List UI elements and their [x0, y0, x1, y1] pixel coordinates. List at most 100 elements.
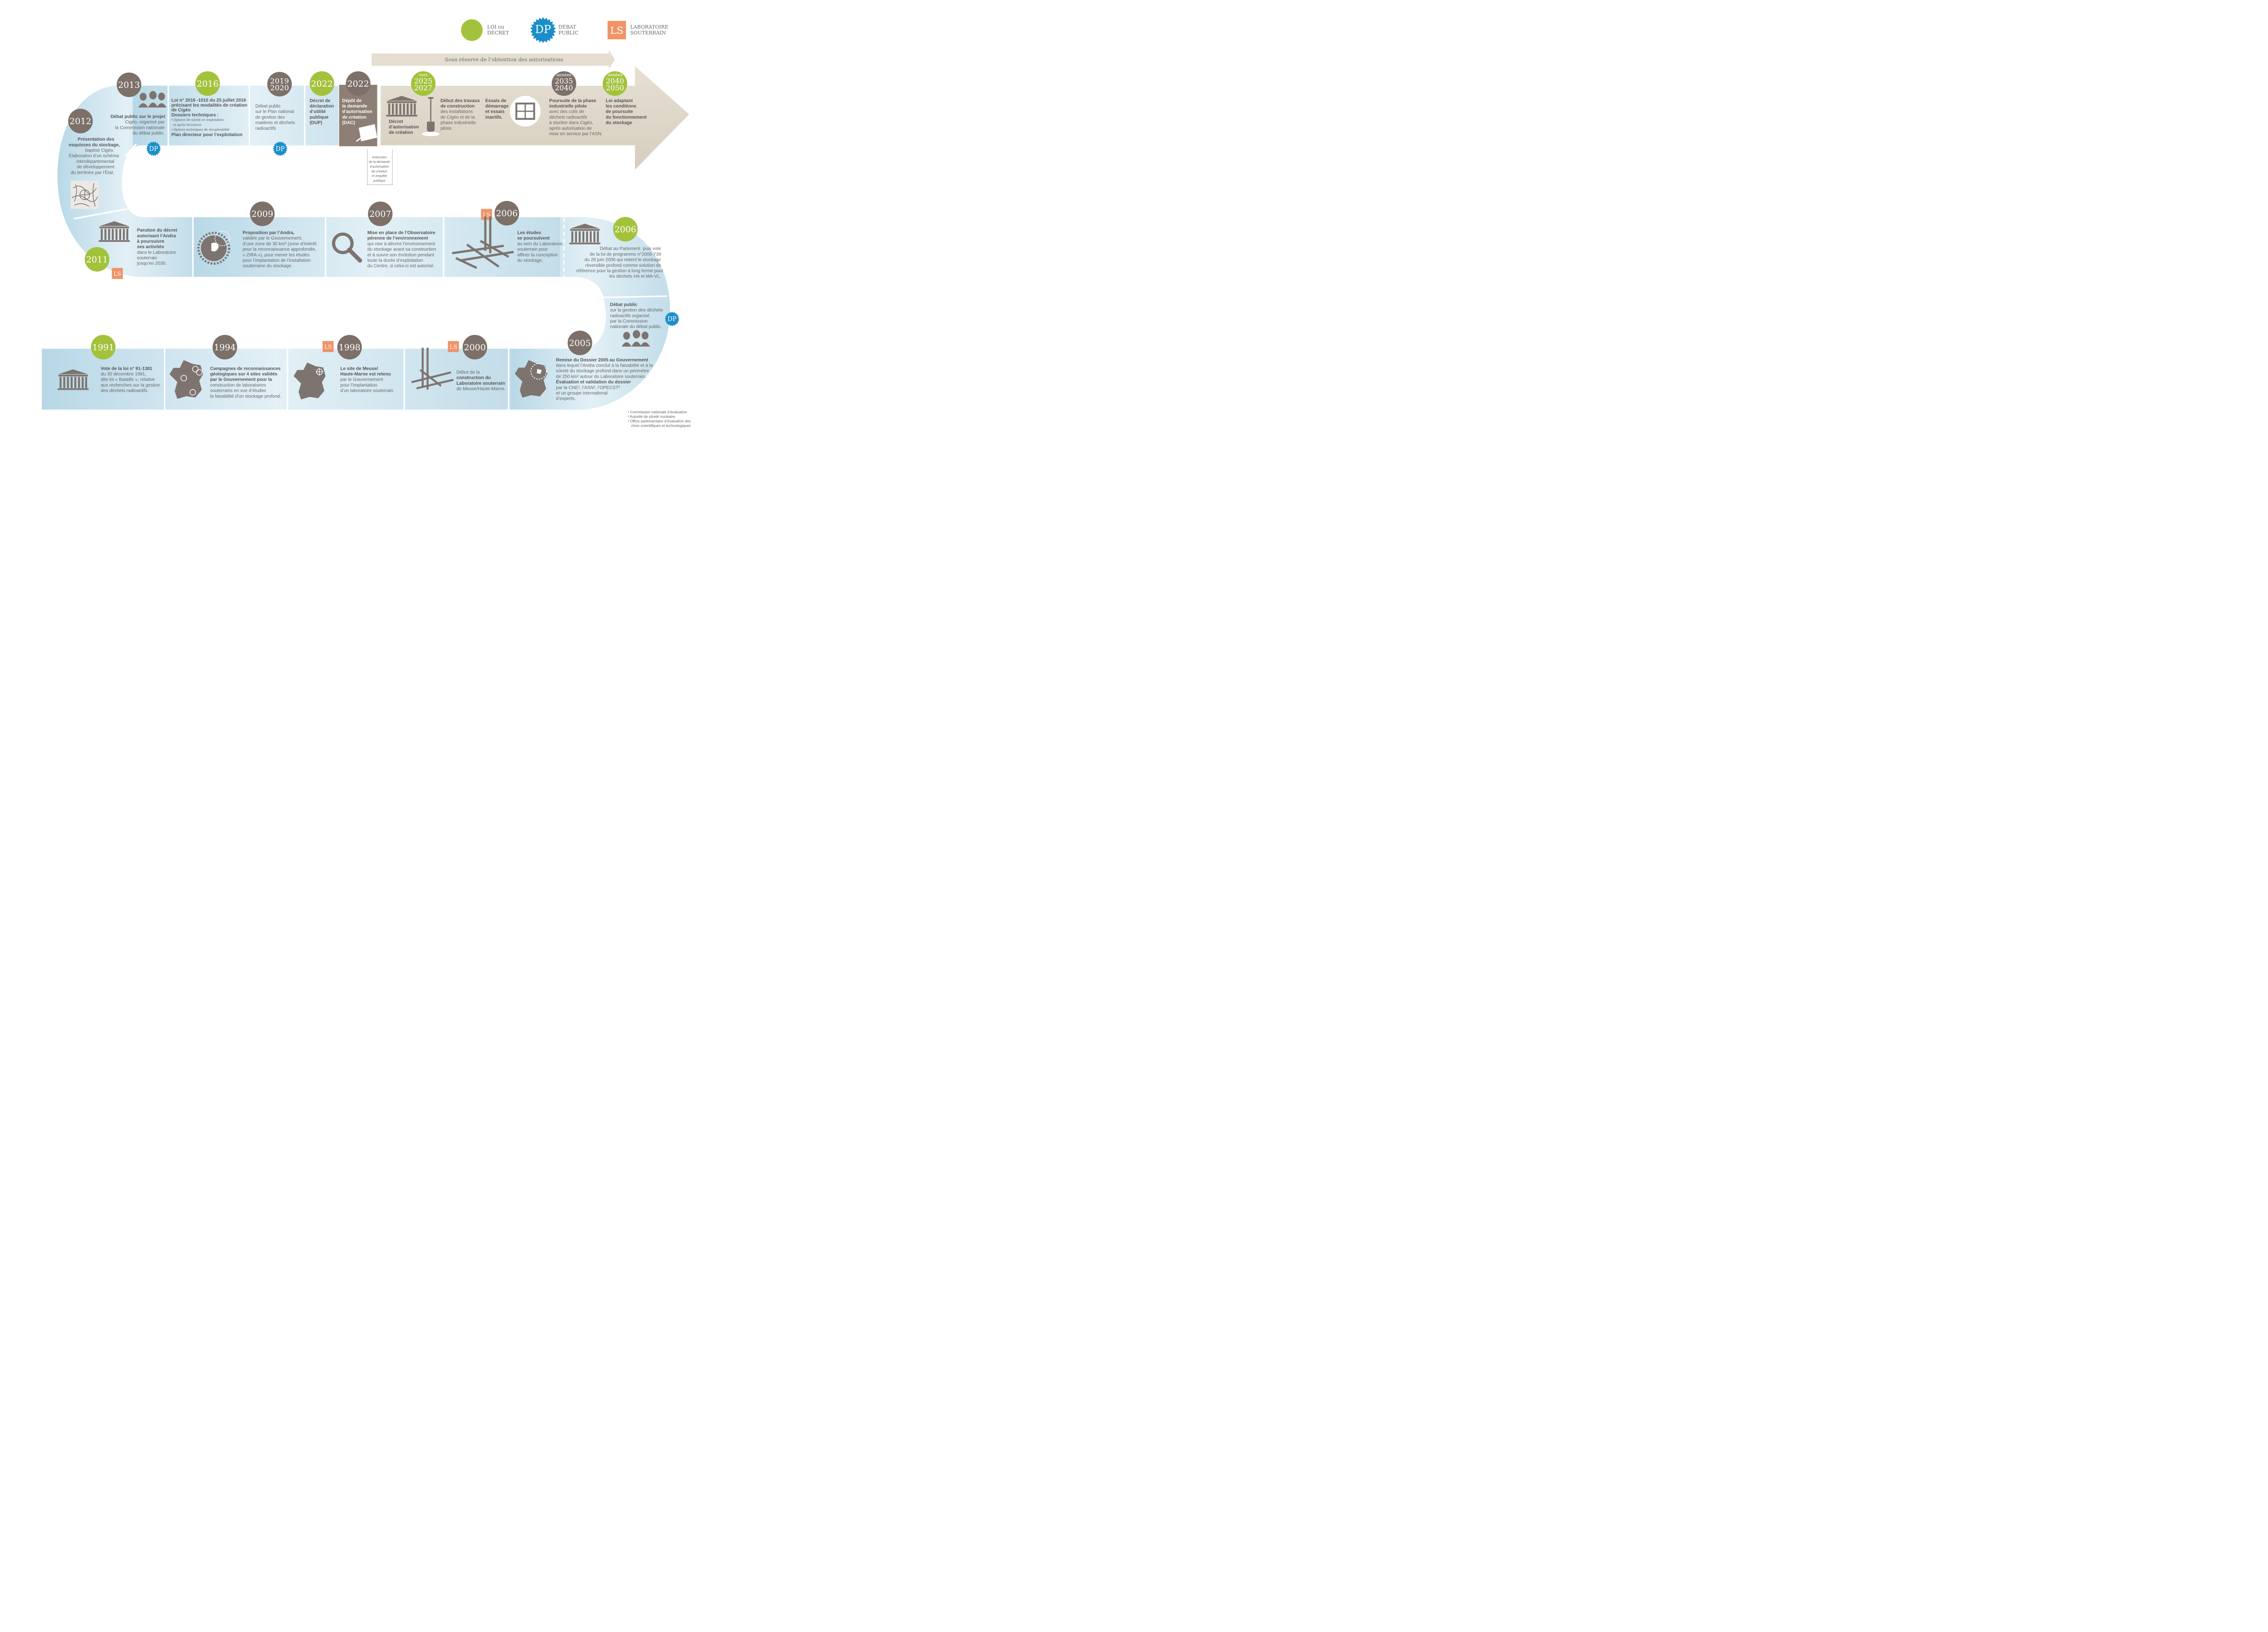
- text-line: Débat public sur le projet: [110, 114, 166, 119]
- text-line: qui vise à décrire l’environnement: [367, 241, 435, 246]
- year-label: 2027: [414, 83, 432, 92]
- text-line: Dépôt de: [342, 98, 362, 103]
- text-line: Décret de: [309, 98, 331, 103]
- text-line: sûreté du stockage profond dans un périm…: [556, 368, 649, 373]
- year-bubble: 2000: [462, 335, 487, 360]
- text-line: ses activités: [137, 244, 164, 250]
- legend-law-icon: [461, 19, 483, 41]
- legend-debate-icon: [530, 17, 556, 43]
- text-line: affiner la conception: [517, 252, 558, 257]
- text-line: • Options techniques de récupérabilité: [171, 127, 230, 132]
- year-bubble-circle: [195, 71, 220, 96]
- text-line: dans lequel l’Andra conclut à la faisabi…: [556, 363, 653, 368]
- text-line: dans le Laboratoire: [137, 250, 176, 255]
- authorization-banner-text: Sous réserve de l’obtention des autorisa…: [445, 56, 563, 63]
- year-label: 2040: [555, 83, 573, 92]
- text-line: référence pour la gestion à long terme p…: [576, 268, 664, 274]
- text-line: du territoire par l’État.: [71, 170, 114, 175]
- text-line: de création: [342, 114, 367, 120]
- year-label: 2022: [311, 79, 333, 89]
- text-line: Instruction: [372, 155, 387, 159]
- footnote-4: choix scientifiques et technologiques: [628, 423, 691, 428]
- year-bubble-circle: [117, 72, 142, 97]
- text-line: validée par le Gouvernement,: [242, 235, 303, 241]
- text-line: d’utilité: [309, 109, 326, 114]
- year-bubble: 2005: [567, 330, 592, 355]
- text-line: démarrage: [485, 103, 509, 109]
- year-label: 2019: [270, 77, 289, 85]
- year-label: années: [557, 73, 572, 78]
- text-line: pour l’implantation de l’installation: [242, 258, 311, 263]
- text-line: d’autorisation: [389, 124, 419, 130]
- text-line: Proposition par l’Andra,: [242, 230, 295, 235]
- footnote-2: ² Autorité de sûreté nucléaire: [628, 414, 675, 419]
- text-line: et essais: [485, 109, 505, 114]
- text-line: toute la durée d’exploitation: [367, 258, 423, 263]
- text-line: (DAC): [342, 120, 355, 125]
- text-line: Élaboration d’un schéma: [68, 153, 119, 158]
- year-bubble: 2007: [368, 201, 393, 226]
- year-label: 2016: [197, 79, 219, 89]
- text-line: construction du: [456, 375, 491, 380]
- underground-lab-icon: [452, 216, 514, 269]
- footnote-1: ¹ Commission nationale d’évaluation: [628, 410, 687, 414]
- underground-lab-badge: LS: [323, 341, 334, 353]
- year-bubble: 2022: [309, 71, 334, 96]
- text-line: jusqu’en 2030.: [137, 260, 167, 266]
- year-bubble: 2013: [117, 72, 142, 97]
- text-line: pilote.: [440, 125, 453, 131]
- text-line: de Cigéo: [171, 107, 191, 113]
- legend-debate-label-text: DÉBAT PUBLIC: [558, 24, 579, 36]
- parliament-building-icon: [58, 369, 89, 390]
- text-line: esquisses du stockage,: [68, 142, 120, 147]
- year-bubble-circle: [411, 71, 436, 96]
- text-line: baptisé Cigéo.: [85, 147, 114, 153]
- text-line: Loi n° 2016 -1015 du 25 juillet 2016: [171, 98, 246, 103]
- text-line: réversible profond comme solution de: [585, 262, 661, 268]
- text-line: Évaluation et validation du dossier: [556, 379, 631, 385]
- text-line: dite loi « Bataille », relative: [101, 377, 155, 382]
- text-line: les déchets HA et MA-VL.: [609, 274, 661, 279]
- ls-square-icon: [323, 341, 334, 353]
- text-line: de poursuite: [606, 109, 633, 114]
- text-line: radioactifs organisé: [610, 313, 650, 319]
- year-label: 2007: [369, 209, 391, 219]
- year-bubble: 2006: [613, 217, 638, 242]
- year-bubble-circle: [567, 330, 592, 355]
- text-line: nationale du débat public.: [610, 324, 662, 329]
- text-line: aux recherches sur la gestion: [101, 382, 161, 388]
- text-line: et enquête: [371, 174, 387, 178]
- text-line: du stockage.: [517, 258, 543, 263]
- year-label: 2012: [69, 117, 91, 127]
- year-label: vers: [418, 73, 428, 78]
- footnote-3: ³ Office parlementaire d’évaluation des: [628, 419, 691, 423]
- text-line: Présentation des: [78, 137, 114, 142]
- year-bubble: 2016: [195, 71, 220, 96]
- text-line: souterraine du stockage.: [242, 263, 293, 269]
- text-line: inactifs.: [485, 114, 503, 120]
- underground-lab-badge: LS: [112, 268, 123, 279]
- year-bubble-circle: [250, 201, 275, 226]
- year-bubble-circle: [368, 201, 393, 226]
- year-bubble: 2009: [250, 201, 275, 226]
- year-label: 2011: [86, 255, 108, 265]
- text-line: publique: [373, 178, 386, 182]
- text-line: avec des colis de: [549, 109, 584, 114]
- year-bubble-circle: [494, 201, 519, 226]
- text-line: déchets radioactifs: [549, 114, 587, 120]
- underground-lab-badge: LS: [481, 209, 492, 220]
- year-label: 2009: [251, 209, 273, 219]
- text-line: Laboratoire souterrain: [456, 380, 505, 386]
- badge-label: DP: [276, 145, 285, 152]
- text-line: matières et déchets: [255, 120, 295, 125]
